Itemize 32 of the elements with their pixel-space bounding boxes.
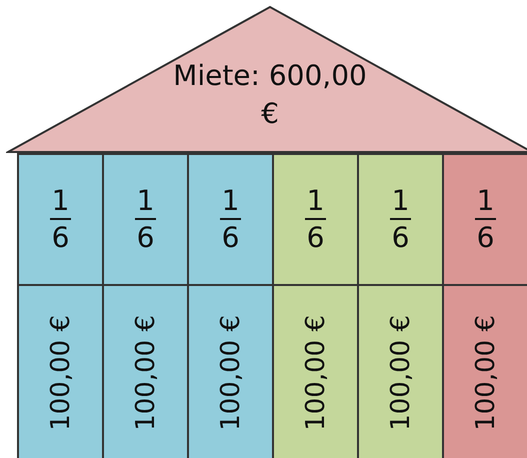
denominator: 6 — [392, 220, 410, 256]
amount-cell — [17, 284, 104, 458]
denominator: 6 — [222, 220, 240, 256]
amount-cell — [272, 284, 359, 458]
numerator: 1 — [304, 184, 326, 220]
denominator: 6 — [52, 220, 70, 256]
numerator: 1 — [220, 184, 242, 220]
amount-label: 100,00 € — [130, 315, 160, 431]
amount-cell — [442, 284, 527, 458]
numerator: 1 — [50, 184, 72, 220]
roof-label: Miete: 600,00 € — [172, 58, 368, 132]
denominator: 6 — [306, 220, 324, 256]
amount-label: 100,00 € — [300, 315, 330, 431]
amount-label: 100,00 € — [470, 315, 500, 431]
fraction-cell — [102, 153, 189, 286]
amount-label: 100,00 € — [216, 315, 246, 431]
amount-cell — [357, 284, 444, 458]
numerator: 1 — [390, 184, 412, 220]
amount-cell — [187, 284, 274, 458]
fraction-cell — [187, 153, 274, 286]
amount-cell — [102, 284, 189, 458]
numerator: 1 — [134, 184, 156, 220]
numerator: 1 — [474, 184, 496, 220]
fraction-cell — [442, 153, 527, 286]
fraction-cell — [357, 153, 444, 286]
roof-triangle — [6, 5, 527, 155]
amount-label: 100,00 € — [46, 315, 76, 431]
denominator: 6 — [136, 220, 154, 256]
fraction-cell — [17, 153, 104, 286]
denominator: 6 — [476, 220, 494, 256]
amount-label: 100,00 € — [386, 315, 416, 431]
fraction-cell — [272, 153, 359, 286]
